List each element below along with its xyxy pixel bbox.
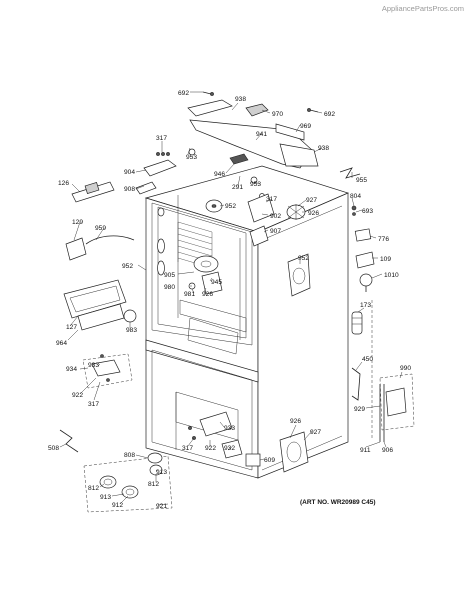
callout-291: 291 [232, 184, 243, 191]
callout-970: 970 [272, 111, 283, 118]
callout-317: 317 [156, 135, 167, 142]
callout-952: 952 [298, 255, 309, 262]
callout-609: 609 [264, 457, 275, 464]
callout-926: 926 [308, 210, 319, 217]
callout-941: 941 [256, 131, 267, 138]
leader-lines [59, 91, 403, 506]
callout-938: 938 [318, 145, 329, 152]
callout-317: 317 [88, 401, 99, 408]
callout-109: 109 [380, 256, 391, 263]
callout-129: 129 [72, 219, 83, 226]
callout-912: 912 [112, 502, 123, 509]
callout-952: 952 [225, 203, 236, 210]
callout-911: 911 [360, 447, 371, 454]
sub-assembly-934 [82, 353, 133, 389]
watermark: AppliancePartsPros.com [381, 4, 464, 13]
callout-776: 776 [378, 236, 389, 243]
callout-908: 908 [124, 186, 135, 193]
callout-173: 173 [360, 302, 371, 309]
callout-808: 808 [124, 452, 135, 459]
callout-990: 990 [400, 365, 411, 372]
callout-933: 933 [88, 362, 99, 369]
callout-692: 692 [178, 90, 189, 97]
callout-127: 127 [66, 324, 77, 331]
callout-945: 945 [211, 279, 222, 286]
callout-913: 913 [100, 494, 111, 501]
callout-953: 953 [250, 181, 261, 188]
callout-980: 980 [164, 284, 175, 291]
top-hinge-brackets [187, 91, 319, 199]
callout-983: 983 [126, 327, 137, 334]
callout-964: 964 [56, 340, 67, 347]
right-side-parts [339, 167, 415, 442]
art-number: (ART NO. WR20989 C45) [300, 499, 376, 506]
callout-938: 938 [235, 96, 246, 103]
callout-450: 450 [362, 356, 373, 363]
callout-946: 946 [214, 171, 225, 178]
dispenser-parts-left [63, 181, 137, 331]
callout-labels: 692 938 970 692 941 969 938 317 953 904 … [48, 90, 411, 510]
callout-904: 904 [124, 169, 135, 176]
callout-929: 929 [354, 406, 365, 413]
callout-955: 955 [356, 177, 367, 184]
callout-959: 959 [95, 225, 106, 232]
callout-927: 927 [310, 429, 321, 436]
callout-905: 905 [164, 272, 175, 279]
callout-692: 692 [324, 111, 335, 118]
callout-317: 317 [266, 196, 277, 203]
callout-927: 927 [306, 197, 317, 204]
callout-933: 933 [224, 425, 235, 432]
callout-902: 902 [270, 213, 281, 220]
callout-921: 921 [156, 503, 167, 510]
callout-317: 317 [182, 445, 193, 452]
callout-926: 926 [202, 291, 213, 298]
callout-812: 812 [88, 485, 99, 492]
callout-934: 934 [66, 366, 77, 373]
callout-913: 913 [156, 469, 167, 476]
callout-508: 508 [48, 445, 59, 452]
callout-804: 804 [350, 193, 361, 200]
callout-932: 932 [224, 445, 235, 452]
callout-952: 952 [122, 263, 133, 270]
callout-926: 926 [290, 418, 301, 425]
callout-922: 922 [205, 445, 216, 452]
bottom-rollers [83, 452, 173, 513]
callout-953: 953 [186, 154, 197, 161]
left-hinge-part [135, 152, 177, 195]
part-508 [59, 429, 79, 453]
callout-906: 906 [382, 447, 393, 454]
callout-693: 693 [362, 208, 373, 215]
callout-922: 922 [72, 392, 83, 399]
callout-1010: 1010 [384, 272, 399, 279]
callout-812: 812 [148, 481, 159, 488]
refrigerator-cabinet [144, 165, 350, 479]
callout-126: 126 [58, 180, 69, 187]
callout-981: 981 [184, 291, 195, 298]
callout-969: 969 [300, 123, 311, 130]
callout-907: 907 [270, 228, 281, 235]
